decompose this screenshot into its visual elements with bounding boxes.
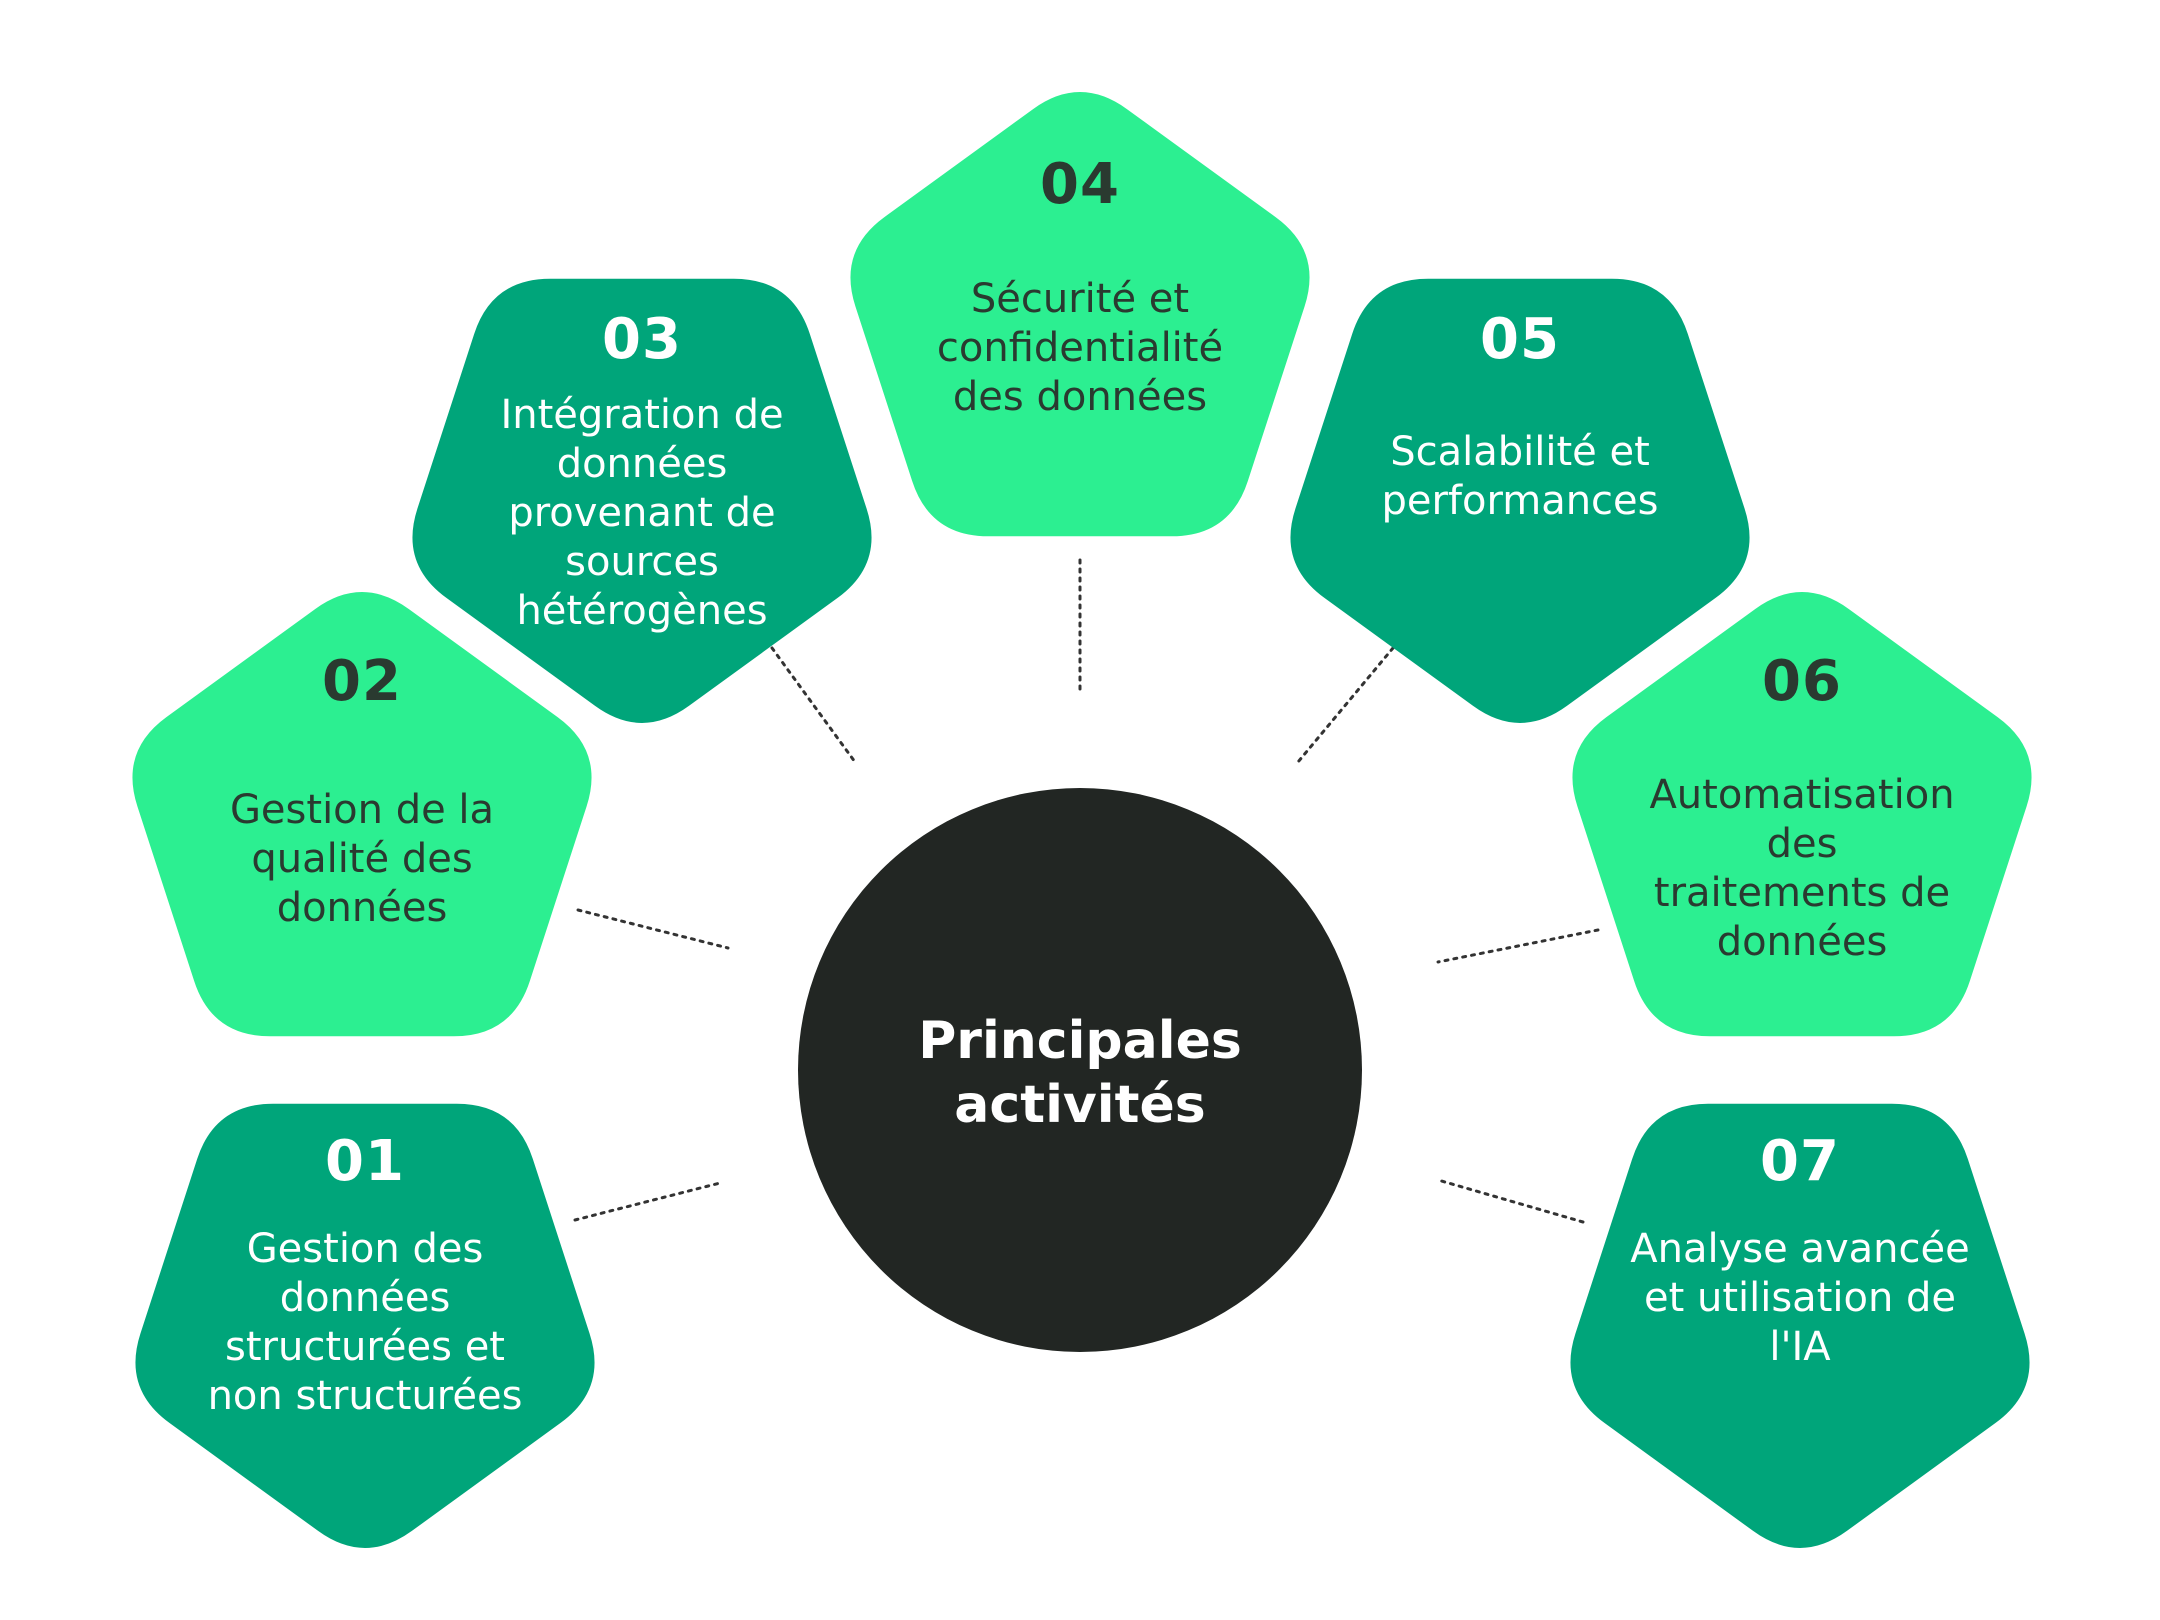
activity-label-line: structurées et	[225, 1324, 505, 1370]
activity-number: 02	[322, 649, 402, 714]
activity-label-line: hétérogènes	[516, 588, 767, 634]
connector-lines	[573, 558, 1600, 1224]
connector-line-03	[770, 646, 857, 764]
activity-label-line: Analyse avancée	[1630, 1226, 1969, 1272]
center-label-line-1: Principales	[918, 1011, 1242, 1071]
pentagon-shape	[1290, 278, 1750, 723]
activity-label-line: des	[1767, 821, 1838, 867]
pentagon-shape	[1570, 1103, 2030, 1548]
activity-label-line: données	[280, 1275, 451, 1321]
connector-line-02	[576, 908, 730, 950]
activity-label-line: Gestion de la	[230, 787, 494, 833]
pentagon-shape	[1572, 592, 2032, 1037]
activity-label-line: provenant de	[508, 490, 775, 536]
activity-number: 05	[1480, 307, 1560, 372]
pentagon-shape	[135, 1103, 595, 1548]
activity-label-line: Scalabilité et	[1390, 429, 1650, 475]
activity-number: 06	[1762, 649, 1842, 714]
activity-label-line: Sécurité et	[971, 276, 1189, 322]
activity-label-line: non structurées	[208, 1373, 523, 1419]
center-hub: Principales activités	[798, 788, 1362, 1352]
connector-line-05	[1296, 646, 1395, 764]
activity-label-line: données	[1717, 919, 1888, 965]
activity-label-line: Automatisation	[1649, 772, 1954, 818]
activity-label-line: des données	[953, 374, 1207, 420]
activity-label-line: traitements de	[1654, 870, 1950, 916]
activity-label-line: l'IA	[1769, 1324, 1831, 1370]
activity-label-line: Gestion des	[247, 1226, 484, 1272]
connector-line-07	[1436, 1178, 1585, 1224]
connector-line-01	[573, 1181, 722, 1222]
activity-number: 04	[1040, 152, 1120, 217]
activity-label-line: Intégration de	[500, 392, 783, 438]
center-circle	[798, 788, 1362, 1352]
activity-number: 01	[325, 1129, 405, 1194]
center-label-line-2: activités	[954, 1075, 1205, 1135]
activity-label-line: sources	[565, 539, 719, 585]
pentagon-shape	[850, 92, 1310, 537]
pentagon-shape	[132, 592, 592, 1037]
activity-number: 07	[1760, 1129, 1840, 1194]
activity-number: 03	[602, 307, 682, 372]
pentagon-shape	[412, 278, 872, 723]
connector-line-06	[1436, 928, 1600, 964]
activity-label-line: données	[557, 441, 728, 487]
activity-label-line: confidentialité	[937, 325, 1223, 371]
activity-label-line: performances	[1381, 478, 1658, 524]
activity-label-line: qualité des	[251, 836, 472, 882]
activity-label-line: données	[277, 885, 448, 931]
activity-label-line: et utilisation de	[1644, 1275, 1956, 1321]
